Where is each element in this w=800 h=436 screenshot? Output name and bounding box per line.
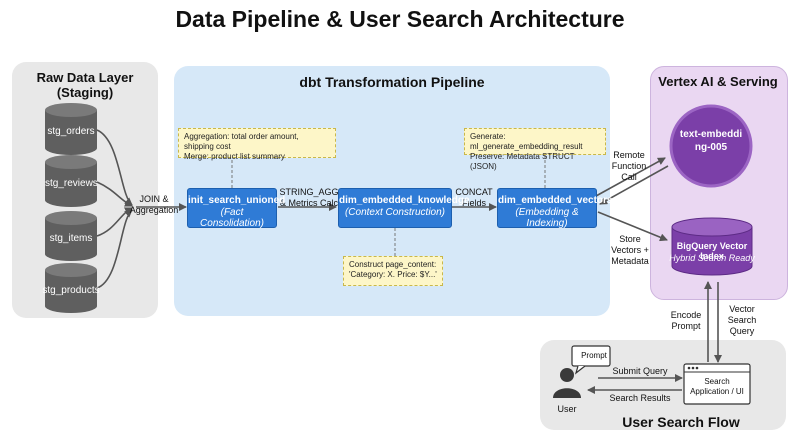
- store-vectors-arrow: [597, 211, 668, 242]
- user-search-flow-title: User Search Flow: [622, 414, 740, 430]
- model-name: dim_embedded_knowledge: [339, 195, 470, 206]
- model-name: init_search_unioned: [188, 195, 286, 206]
- bigquery-vector-index-cylinder: [671, 217, 753, 276]
- cylinder-stg-orders: [45, 103, 97, 155]
- cylinder-stg-items: [45, 211, 97, 261]
- model-name: dim_embedded_vectors: [498, 195, 613, 206]
- user-icon: [553, 368, 581, 398]
- page-title: Data Pipeline & User Search Architecture: [175, 6, 625, 32]
- search-application-window: [683, 363, 751, 405]
- prompt-bubble-icon: [571, 345, 611, 375]
- cylinder-stg-products: [45, 263, 97, 313]
- model-subtitle: (Fact Consolidation): [200, 207, 264, 229]
- note-connectors: [231, 155, 546, 256]
- dbt-pipeline-title: dbt Transformation Pipeline: [299, 74, 485, 90]
- prompt-label: Prompt: [581, 351, 607, 360]
- stg-products-label: stg_products: [42, 285, 100, 296]
- stg-items-label: stg_items: [49, 233, 93, 244]
- vertex-title: Vertex AI & Serving: [658, 74, 778, 89]
- search-results-label: Search Results: [609, 393, 671, 403]
- raw-layer-title: Raw Data Layer (Staging): [36, 70, 134, 100]
- model-dim-embedded-vectors: dim_embedded_vectors (Embedding & Indexi…: [497, 188, 613, 229]
- vector-index-subtitle: Hybrid Search Ready: [669, 253, 755, 263]
- aggregation-note: Aggregation: total order amount, shippin…: [178, 128, 336, 161]
- staging-join-arrows: [96, 129, 133, 289]
- cylinder-stg-reviews: [45, 155, 97, 207]
- text-embedding-label: text-embedding-005: [679, 129, 743, 153]
- construct-note: Construct page_content:'Category: X. Pri…: [343, 256, 443, 286]
- stg-reviews-label: stg_reviews: [45, 178, 98, 189]
- stg-orders-label: stg_orders: [47, 126, 95, 137]
- text-embedding-circle: [669, 104, 753, 188]
- user-label: User: [557, 404, 577, 414]
- model-dim-embedded-knowledge: dim_embedded_knowledge (Context Construc…: [338, 188, 470, 228]
- remote-function-arrows: [595, 157, 669, 205]
- model-subtitle: (Context Construction): [344, 207, 446, 218]
- string-agg-label: STRING_AGG& Metrics Calc: [279, 187, 339, 208]
- model-subtitle: (Embedding & Indexing): [515, 207, 579, 229]
- model-init-search-unioned: init_search_unioned (Fact Consolidation): [187, 188, 286, 229]
- submit-query-label: Submit Query: [612, 366, 668, 376]
- vector-index-name: BigQuery Vector Index: [676, 241, 748, 261]
- join-label: JOIN &Aggregation: [129, 194, 179, 215]
